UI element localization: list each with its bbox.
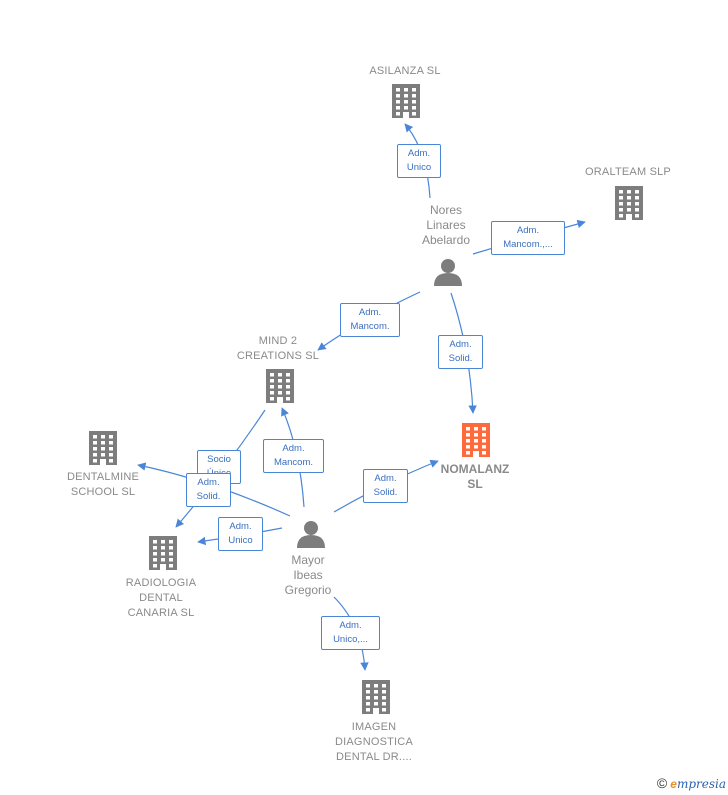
- imagen-building-icon[interactable]: [362, 680, 390, 714]
- edge-label-mayor-radiologia[interactable]: Adm. Unico: [218, 517, 263, 551]
- edge-label-nores-mind2[interactable]: Adm. Mancom.: [340, 303, 400, 337]
- node-icons: [89, 84, 643, 714]
- edge-label-mayor-nomalanz[interactable]: Adm. Solid.: [363, 469, 408, 503]
- empresia-logo-text: mpresia: [676, 777, 726, 791]
- edge-label-nores-asilanza[interactable]: Adm. Unico: [397, 144, 441, 178]
- nomalanz-building-icon[interactable]: [462, 423, 490, 457]
- node-label-mind2[interactable]: MIND 2 CREATIONS SL: [236, 335, 320, 362]
- node-label-nores[interactable]: Nores Linares Abelardo: [421, 203, 471, 247]
- node-label-nomalanz[interactable]: NOMALANZ SL: [440, 462, 510, 491]
- edge-label-nores-nomalanz[interactable]: Adm. Solid.: [438, 335, 483, 369]
- node-label-mayor[interactable]: Mayor Ibeas Gregorio: [284, 553, 332, 597]
- mind2-building-icon[interactable]: [266, 369, 294, 403]
- mayor-person-icon[interactable]: [297, 521, 325, 548]
- node-label-asilanza[interactable]: ASILANZA SL: [369, 65, 441, 77]
- empresia-logo-e: e: [670, 777, 677, 791]
- node-label-oralteam[interactable]: ORALTEAM SLP: [585, 166, 671, 178]
- dentalmine-building-icon[interactable]: [89, 431, 117, 465]
- copyright-icon: ©: [656, 775, 668, 791]
- edge-label-mayor-imagen[interactable]: Adm. Unico,...: [321, 616, 380, 650]
- edge-label-nores-oralteam[interactable]: Adm. Mancom.,...: [491, 221, 565, 255]
- asilanza-building-icon[interactable]: [392, 84, 420, 118]
- node-label-imagen[interactable]: IMAGEN DIAGNOSTICA DENTAL DR....: [335, 721, 413, 763]
- node-label-dentalmine[interactable]: DENTALMINE SCHOOL SL: [66, 471, 140, 498]
- footer-brand: ©empresia: [657, 775, 726, 791]
- radiologia-building-icon[interactable]: [149, 536, 177, 570]
- edge-label-mayor-mind2[interactable]: Adm. Mancom.: [263, 439, 324, 473]
- edge-label-mayor-dentalmine[interactable]: Adm. Solid.: [186, 473, 231, 507]
- nores-person-icon[interactable]: [434, 259, 462, 286]
- oralteam-building-icon[interactable]: [615, 186, 643, 220]
- node-label-radiologia[interactable]: RADIOLOGIA DENTAL CANARIA SL: [125, 577, 197, 619]
